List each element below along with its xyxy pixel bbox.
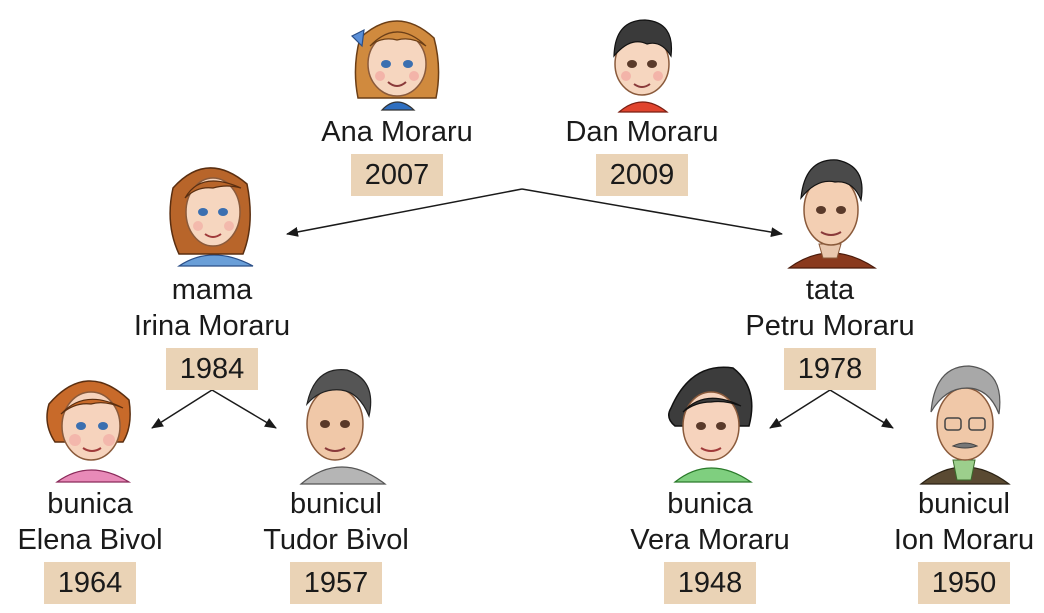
arrow-children-to-father <box>521 188 783 238</box>
person-name: Petru Moraru <box>745 310 915 342</box>
person-ion: bunicul Ion Moraru 1950 <box>844 358 1044 604</box>
father-portrait-icon <box>787 159 877 269</box>
relation-label: bunica <box>667 488 753 520</box>
person-name: Vera Moraru <box>630 524 790 556</box>
person-dan: Dan Moraru 2009 <box>522 6 762 196</box>
relation-label: mama <box>171 274 253 306</box>
person-vera: bunica Vera Moraru 1948 <box>590 358 830 604</box>
birth-year-badge: 1964 <box>43 562 137 604</box>
person-name: Ion Moraru <box>893 524 1035 556</box>
birth-year-badge: 1978 <box>783 348 877 390</box>
person-name: Dan Moraru <box>565 116 719 148</box>
person-irina: mama Irina Moraru 1984 <box>92 148 332 390</box>
girl-portrait-icon <box>350 20 440 111</box>
arrow-children-to-mother <box>286 188 523 237</box>
grandfather-portrait-icon <box>919 365 1011 485</box>
person-elena: bunica Elena Bivol 1964 <box>0 358 210 604</box>
person-ana: Ana Moraru 2007 <box>277 6 517 196</box>
grandmother-portrait-icon <box>668 366 753 483</box>
birth-year-badge: 1950 <box>917 562 1011 604</box>
person-name: Irina Moraru <box>133 310 291 342</box>
person-petru: tata Petru Moraru 1978 <box>710 148 950 390</box>
arrow-mother-to-grandmother <box>151 389 213 429</box>
person-name: Tudor Bivol <box>263 524 409 556</box>
relation-label: bunicul <box>918 488 1010 520</box>
birth-year-badge: 1948 <box>663 562 757 604</box>
mother-portrait-icon <box>169 167 254 267</box>
arrow-father-to-grandmother <box>769 389 831 429</box>
person-name: Elena Bivol <box>17 524 163 556</box>
relation-label: bunicul <box>290 488 382 520</box>
birth-year-badge: 1984 <box>165 348 259 390</box>
person-name: Ana Moraru <box>321 116 473 148</box>
person-tudor: bunicul Tudor Bivol 1957 <box>216 358 456 604</box>
relation-label: bunica <box>47 488 133 520</box>
relation-label: tata <box>805 274 855 306</box>
birth-year-badge: 2007 <box>350 154 444 196</box>
arrow-father-to-grandfather <box>829 389 894 429</box>
arrow-mother-to-grandfather <box>211 389 277 429</box>
birth-year-badge: 2009 <box>595 154 689 196</box>
grandfather-portrait-icon <box>299 369 387 485</box>
grandmother-portrait-icon <box>46 380 132 483</box>
birth-year-badge: 1957 <box>289 562 383 604</box>
boy-portrait-icon <box>613 19 673 113</box>
